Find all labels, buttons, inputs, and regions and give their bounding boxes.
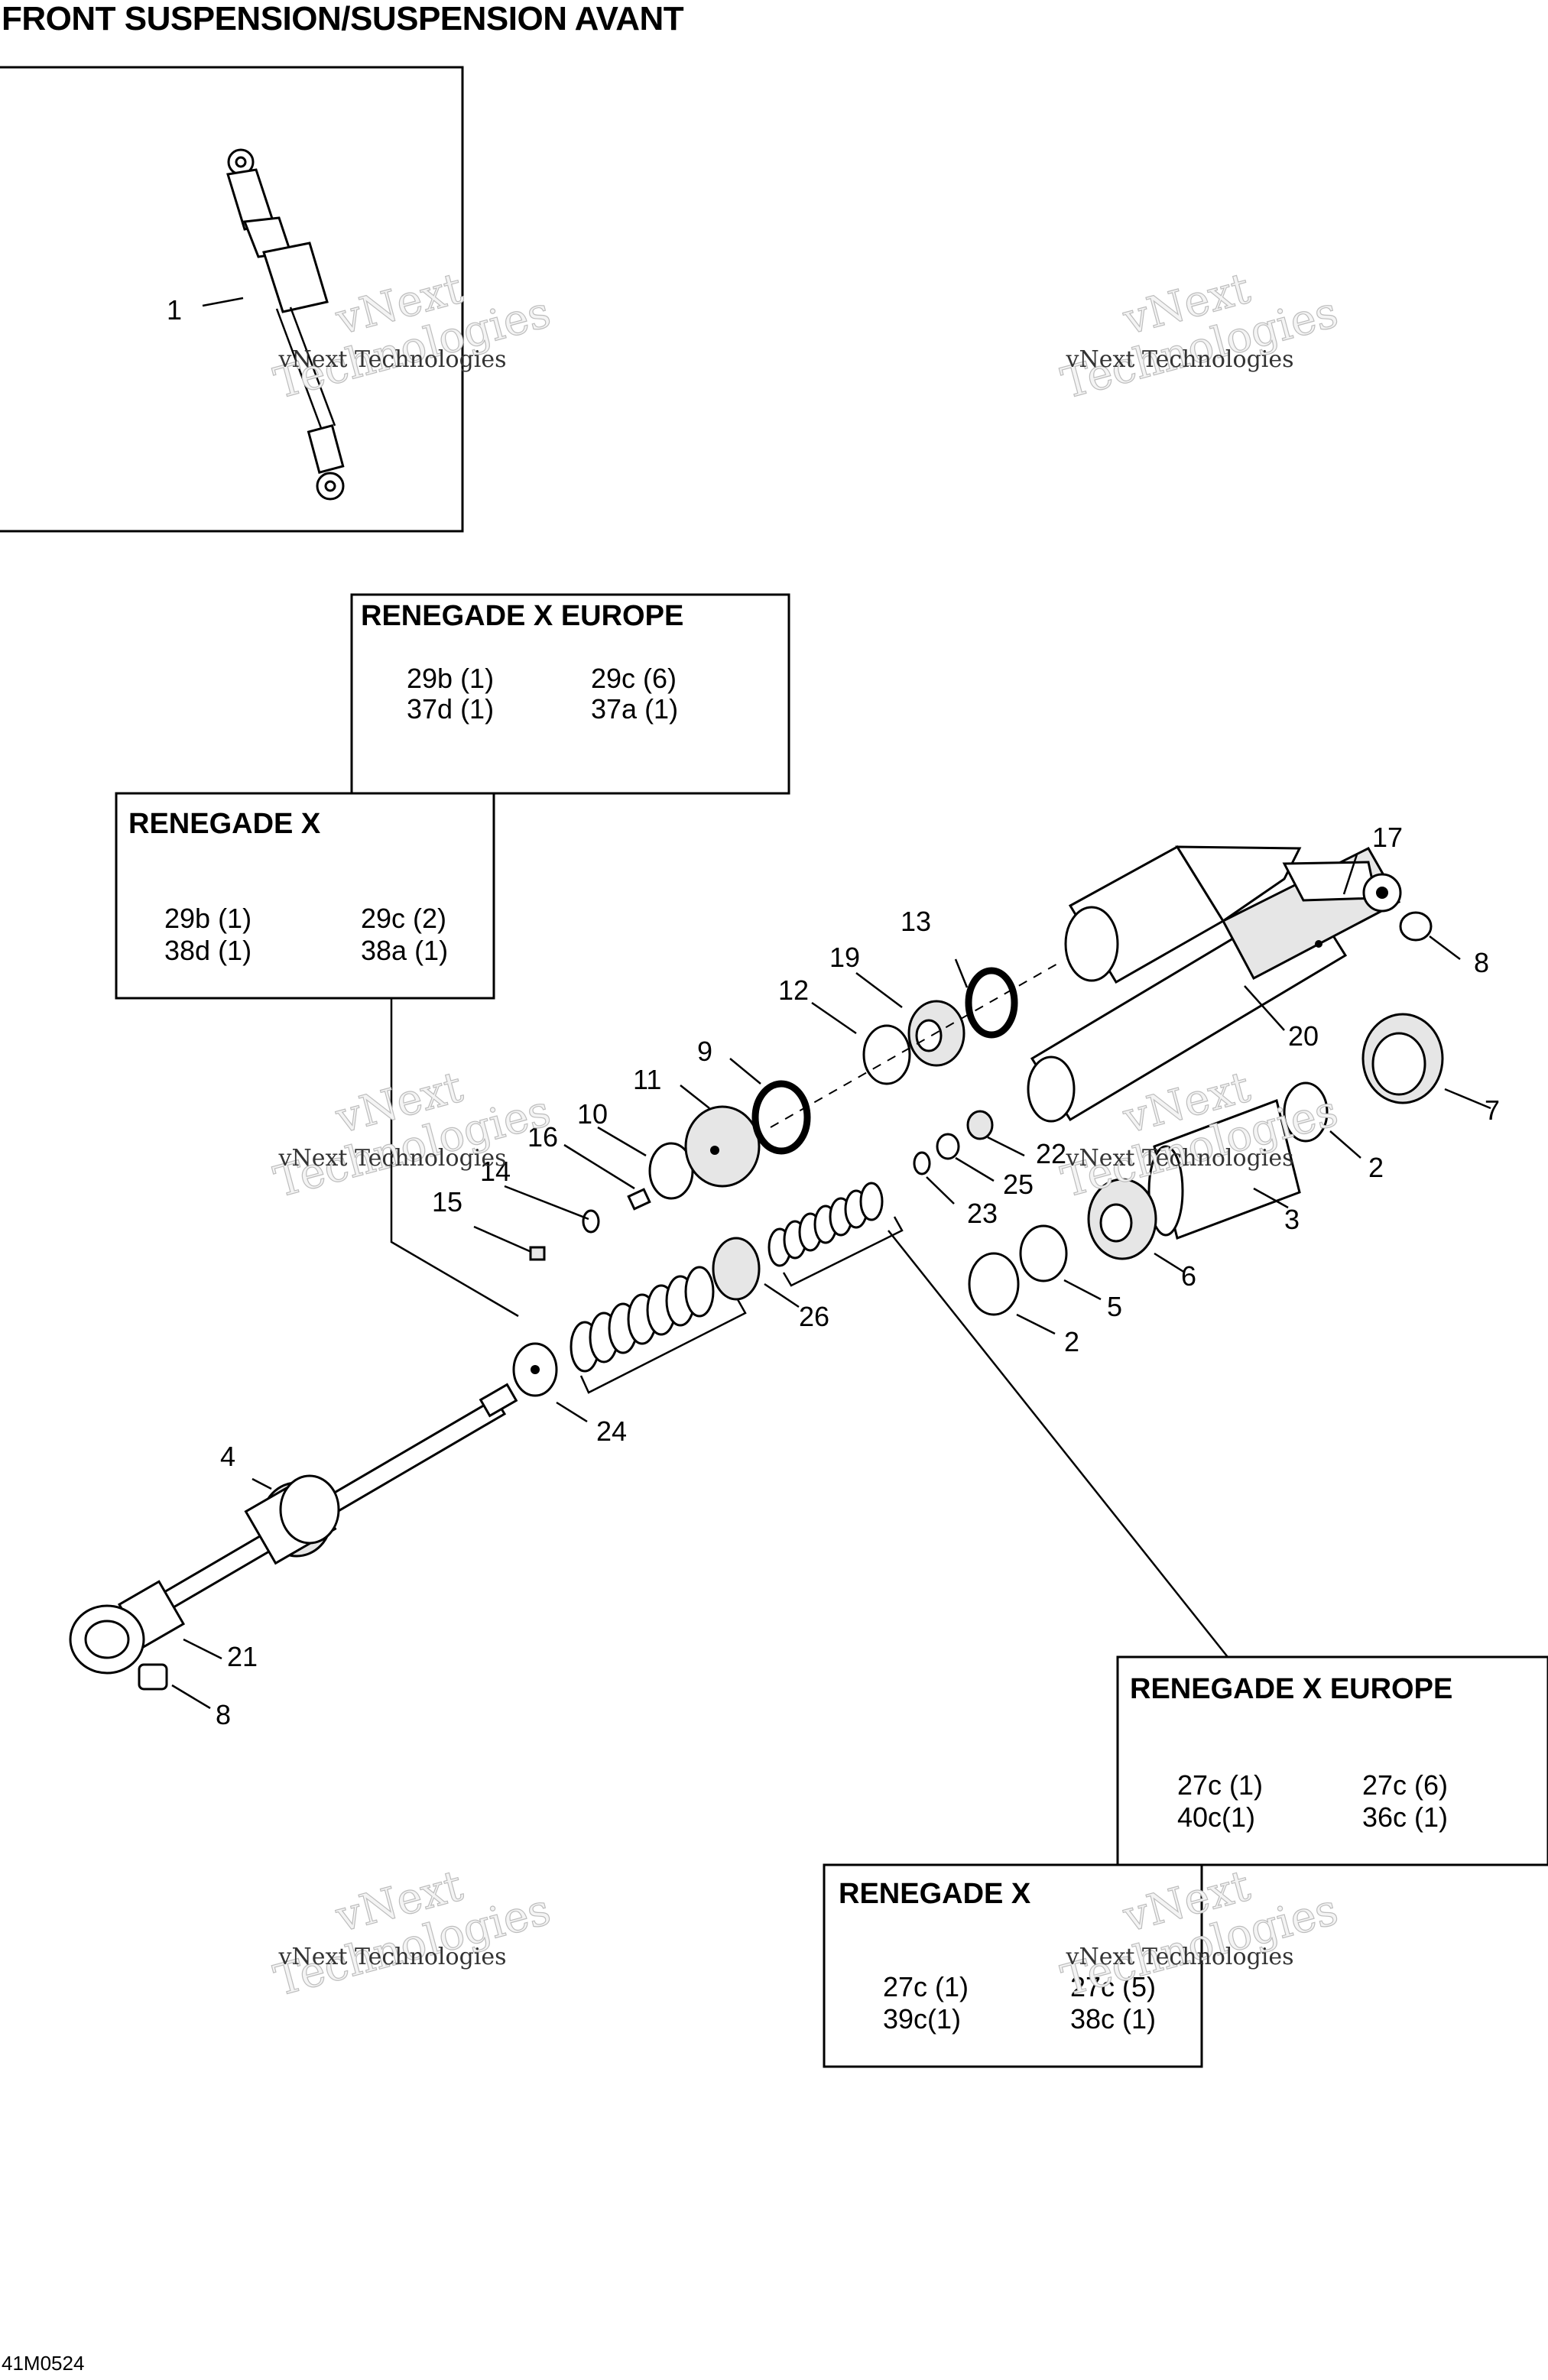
callout-1: 1 <box>167 294 182 326</box>
callout-23: 23 <box>967 1198 998 1229</box>
oring-14 <box>582 1209 600 1234</box>
callout-17: 17 <box>1372 822 1403 853</box>
box-connector-lines <box>390 998 1228 1658</box>
complete-shock-illustration <box>226 148 345 501</box>
callout-8-lower: 8 <box>216 1699 231 1730</box>
inset-overview <box>0 66 464 533</box>
box-value: 36c (1) <box>1362 1801 1448 1833</box>
box-title: RENEGADE X EUROPE <box>1130 1673 1452 1705</box>
page-title: FRONT SUSPENSION/SUSPENSION AVANT <box>2 0 684 37</box>
callout-11: 11 <box>633 1064 661 1095</box>
spring-stack-23 <box>768 1182 904 1287</box>
washer-23 <box>913 1151 931 1175</box>
callout-25: 25 <box>1003 1169 1034 1200</box>
disc-5 <box>1019 1224 1068 1282</box>
cap-11 <box>684 1105 761 1188</box>
oring-9 <box>751 1080 811 1155</box>
box-value: 38c (1) <box>1070 2003 1156 2035</box>
spec-box-top-renegade-x-europe: RENEGADE X EUROPE 29b (1) 29c (6) 37d (1… <box>350 593 790 795</box>
box-title: RENEGADE X <box>128 808 321 840</box>
diagram-code: 41M0524 <box>2 2352 85 2375</box>
spring-stack-24 <box>512 1266 747 1397</box>
tube-3 <box>1147 1099 1301 1240</box>
svg-text:vNext Technologies: vNext Technologies <box>278 1145 507 1172</box>
nut-22 <box>966 1110 994 1140</box>
box-title: RENEGADE X <box>839 1878 1031 1910</box>
screw-15 <box>529 1246 546 1261</box>
callout-15: 15 <box>432 1186 462 1218</box>
box-value: 29c (6) <box>591 663 677 694</box>
piston-26 <box>712 1237 761 1301</box>
watermark: vNext Technologies vNext Technologies <box>268 1860 556 2006</box>
callout-19: 19 <box>829 942 860 973</box>
callout-14: 14 <box>480 1156 511 1187</box>
disc-12 <box>862 1024 911 1085</box>
adjuster-ring-7 <box>1361 1013 1444 1104</box>
box-value: 29b (1) <box>407 663 494 694</box>
oring-13 <box>965 967 1018 1039</box>
callout-2-lower: 2 <box>1064 1326 1079 1357</box>
exploded-parts <box>69 845 1444 1691</box>
washer-25 <box>936 1133 960 1160</box>
svg-text:vNext Technologies: vNext Technologies <box>1066 1944 1294 1970</box>
callout-12: 12 <box>778 974 809 1006</box>
leader-lines <box>171 854 1491 1710</box>
svg-text:vNext Technologies: vNext Technologies <box>1066 346 1294 373</box>
callout-5: 5 <box>1107 1291 1122 1322</box>
spec-box-bottom-renegade-x-europe: RENEGADE X EUROPE 27c (1) 27c (6) 40c(1)… <box>1116 1655 1548 1866</box>
box-value: 39c(1) <box>883 2003 961 2035</box>
box-value: 27c (5) <box>1070 1971 1156 2002</box>
callout-16: 16 <box>527 1121 558 1153</box>
watermark: vNext Technologies vNext Technologies <box>1056 263 1343 409</box>
box-title: RENEGADE X EUROPE <box>361 600 683 632</box>
svg-text:vNext Technologies: vNext Technologies <box>278 1944 507 1970</box>
callout-3: 3 <box>1284 1204 1300 1235</box>
svg-text:vNext Technologies: vNext Technologies <box>278 346 507 373</box>
box-value: 29c (2) <box>361 903 446 934</box>
callout-13: 13 <box>901 906 931 937</box>
disc-2-upper <box>1283 1081 1329 1143</box>
callout-10: 10 <box>577 1098 608 1130</box>
callout-20: 20 <box>1288 1020 1319 1052</box>
watermark: vNext Technologies vNext Technologies <box>268 1062 556 1208</box>
box-value: 27c (1) <box>883 1971 969 2002</box>
callout-9: 9 <box>697 1036 712 1067</box>
disc-2-lower <box>968 1252 1020 1316</box>
spec-box-top-renegade-x: RENEGADE X 29b (1) 29c (2) 38d (1) 38a (… <box>115 792 495 1000</box>
box-value: 38a (1) <box>361 935 448 966</box>
callout-7: 7 <box>1485 1094 1500 1126</box>
callout-24: 24 <box>596 1415 627 1447</box>
callout-21: 21 <box>227 1641 258 1672</box>
callout-6: 6 <box>1181 1260 1196 1292</box>
box-value: 40c(1) <box>1177 1801 1255 1833</box>
callout-22: 22 <box>1036 1138 1066 1169</box>
svg-text:vNext Technologies: vNext Technologies <box>1066 1145 1294 1172</box>
box-value: 27c (1) <box>1177 1769 1263 1801</box>
box-value: 27c (6) <box>1362 1769 1448 1801</box>
body-17 <box>1064 845 1402 984</box>
shaft-assembly <box>69 1383 518 1675</box>
spec-box-bottom-renegade-x: RENEGADE X 27c (1) 27c (5) 39c(1) 38c (1… <box>823 1863 1203 2068</box>
valve-16 <box>627 1188 651 1211</box>
callout-8-upper: 8 <box>1474 947 1489 978</box>
box-value: 29b (1) <box>164 903 252 934</box>
box-value: 37a (1) <box>591 693 678 725</box>
bushing-8-lower <box>138 1663 168 1691</box>
callout-26: 26 <box>799 1301 829 1332</box>
callout-2-upper: 2 <box>1368 1152 1384 1183</box>
callout-4: 4 <box>220 1441 235 1472</box>
bushing-8-upper <box>1399 911 1433 942</box>
box-value: 37d (1) <box>407 693 494 725</box>
callout-labels: 1 17 8 13 19 12 20 9 11 7 10 16 22 2 14 … <box>167 294 1500 1730</box>
box-value: 38d (1) <box>164 935 252 966</box>
